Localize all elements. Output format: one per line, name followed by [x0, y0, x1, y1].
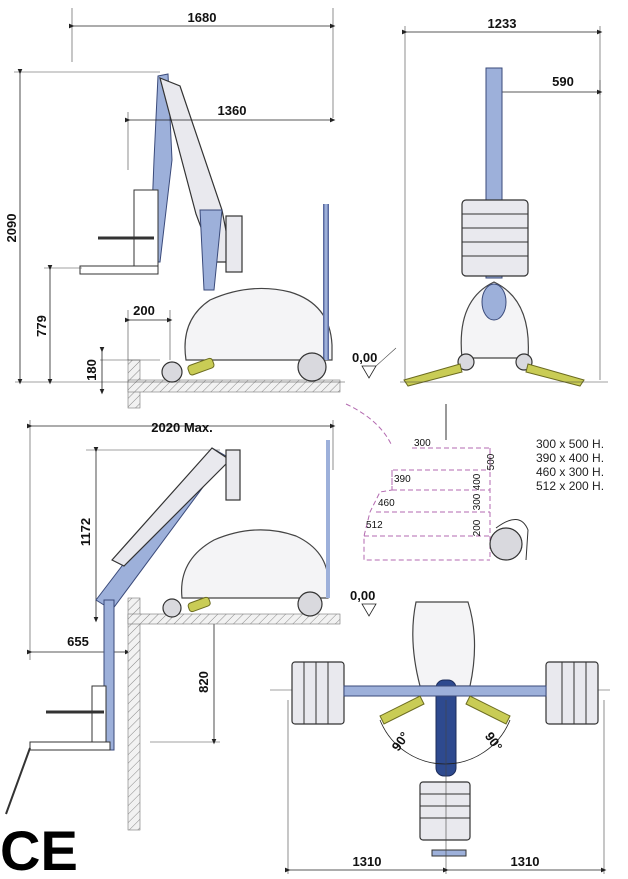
- dim-1233: 1233: [488, 16, 517, 31]
- plan-seat-right: [545, 661, 599, 725]
- side-view-lowered: 2020 Max. 1172 655 820 0,00: [5, 420, 377, 831]
- base-body: [184, 287, 333, 361]
- front-seat-stack: [461, 199, 529, 277]
- dim-200: 200: [133, 303, 155, 318]
- lower-seat: [29, 741, 111, 751]
- ce-mark: CE: [0, 819, 78, 879]
- clr-w512: 512: [366, 520, 383, 531]
- front-wheel: [161, 361, 183, 383]
- clr-h500: 500: [486, 453, 497, 470]
- side-view-raised: 1680 1360 2090 779 200 180 0,00: [4, 8, 397, 409]
- rear-wheel: [297, 352, 327, 382]
- plan-seat-bottom: [419, 781, 471, 841]
- clr-h200: 200: [472, 519, 483, 536]
- lower-control-box: [225, 449, 241, 501]
- dim-180: 180: [84, 359, 99, 381]
- front-leg-left: [403, 363, 463, 387]
- floor-level-lower: 0,00: [350, 588, 375, 603]
- lower-floor: [127, 613, 341, 625]
- plan-view: 90° 90° 1310 1310: [270, 601, 610, 874]
- detail-wheel: [489, 527, 523, 561]
- plan-body: [412, 601, 476, 687]
- dim-1310-right: 1310: [511, 854, 540, 869]
- clr-h300: 300: [472, 493, 483, 510]
- clr-w390: 390: [394, 474, 411, 485]
- angle-left: 90°: [389, 729, 413, 754]
- clr-row-3: 460 x 300 H.: [536, 465, 604, 479]
- dim-2020-max: 2020 Max.: [151, 420, 212, 435]
- floor-level-top: 0,00: [352, 350, 377, 365]
- front-view: 1233 590: [400, 16, 608, 387]
- front-hub: [481, 283, 507, 321]
- clr-h400: 400: [472, 473, 483, 490]
- lower-base-body: [181, 529, 329, 599]
- dim-820: 820: [196, 671, 211, 693]
- clearance-detail: 300 390 460 512 500 400 300 200 300 x 50…: [345, 403, 604, 561]
- angle-right: 90°: [482, 729, 506, 754]
- dim-655: 655: [67, 634, 89, 649]
- detail-leader: [345, 403, 393, 447]
- dim-779: 779: [34, 315, 49, 337]
- leg-yellow: [187, 357, 215, 376]
- clr-row-1: 300 x 500 H.: [536, 437, 604, 451]
- dim-1680: 1680: [188, 10, 217, 25]
- clr-w460: 460: [378, 498, 395, 509]
- control-box: [225, 215, 243, 273]
- plan-seat-left: [291, 661, 345, 725]
- dim-1310-left: 1310: [353, 854, 382, 869]
- front-leg-right: [525, 363, 585, 387]
- sling-frame: [133, 189, 159, 273]
- dim-590: 590: [552, 74, 574, 89]
- dim-1360: 1360: [218, 103, 247, 118]
- dim-1172: 1172: [78, 518, 93, 546]
- clr-row-2: 390 x 400 H.: [536, 451, 604, 465]
- dim-2090: 2090: [4, 214, 19, 243]
- floor-hatch: [127, 379, 341, 393]
- plan-crossbar: [343, 685, 547, 697]
- clr-row-4: 512 x 200 H.: [536, 479, 604, 493]
- mast-lower: [199, 209, 223, 291]
- clr-w300: 300: [414, 438, 431, 449]
- seat: [79, 265, 159, 275]
- lower-wall: [127, 597, 141, 831]
